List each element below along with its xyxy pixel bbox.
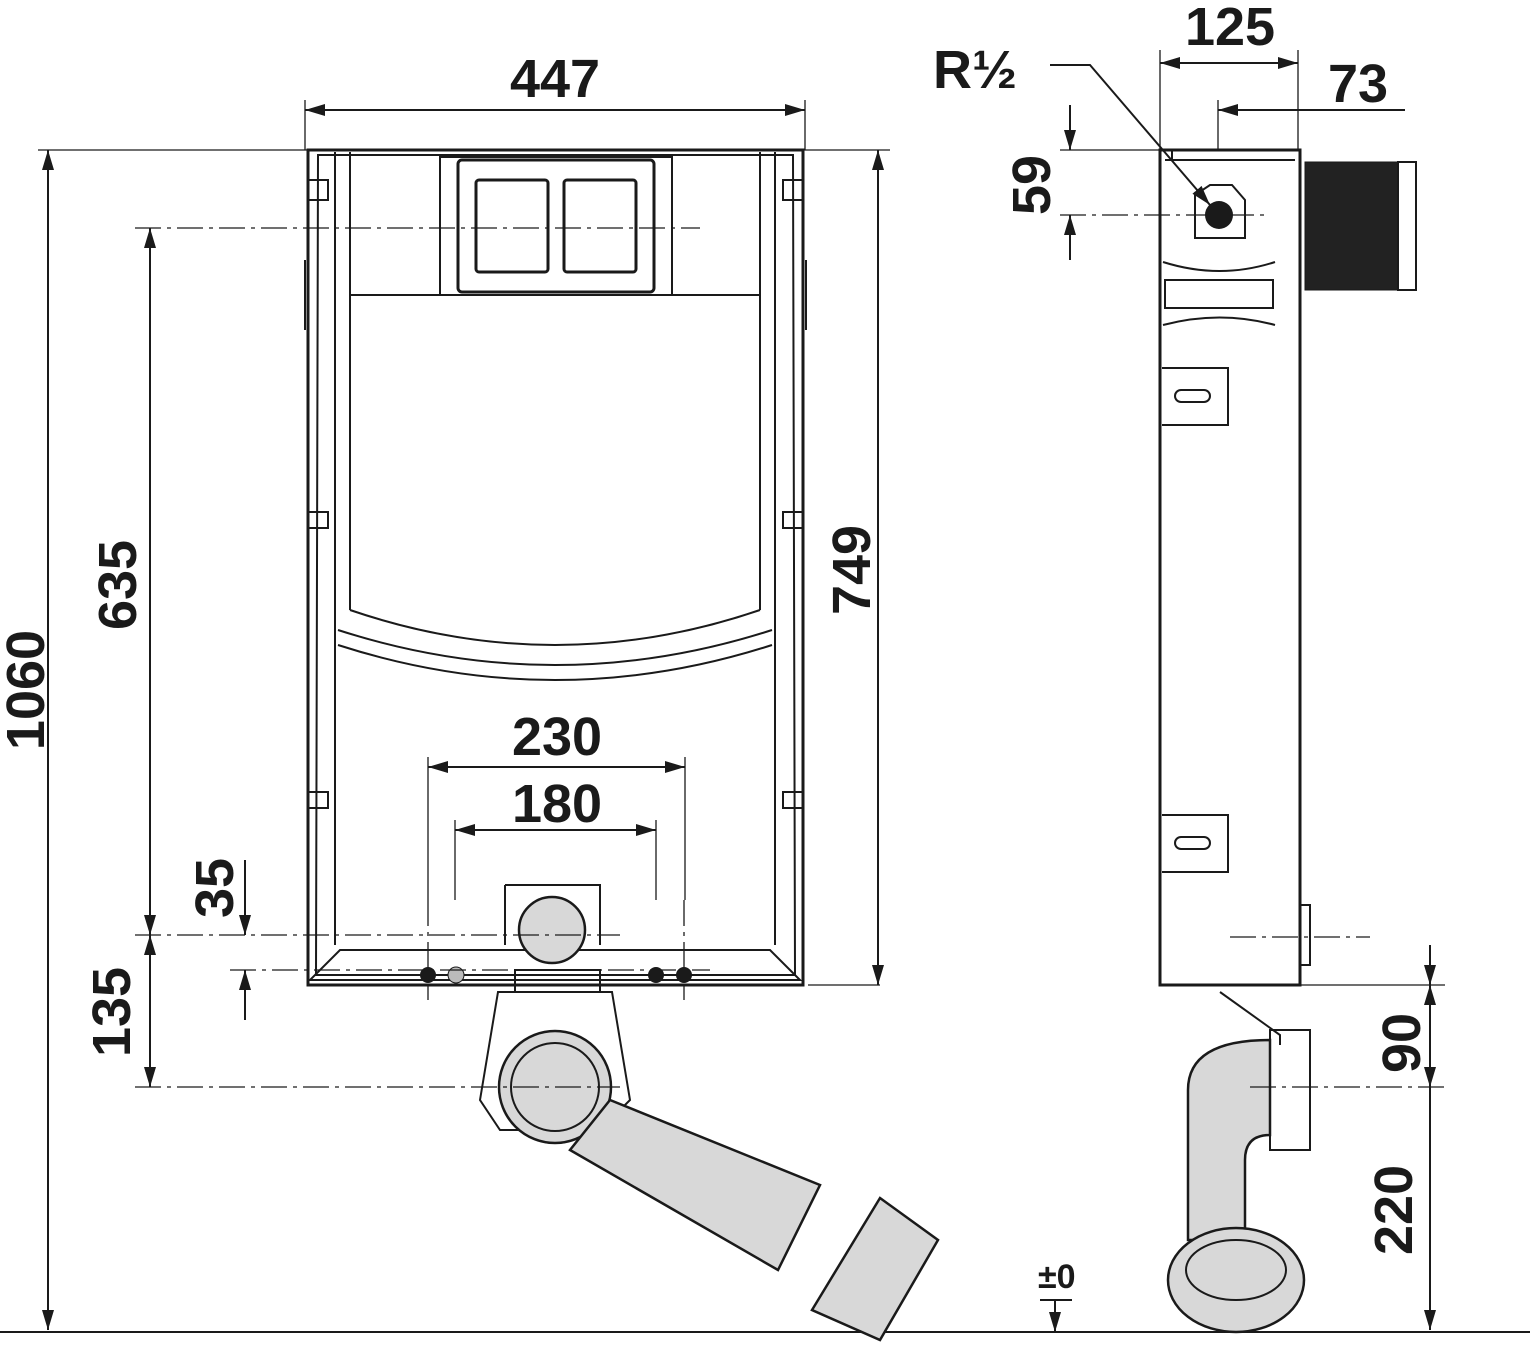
dim-180: 180: [512, 774, 602, 834]
dim-447: 447: [510, 49, 600, 109]
dim-749: 749: [822, 525, 882, 615]
dim-73: 73: [1328, 54, 1388, 114]
dim-1060: 1060: [0, 630, 56, 750]
dim-220: 220: [1364, 1165, 1424, 1255]
dim-59: 59: [1002, 155, 1062, 215]
dim-90: 90: [1372, 1013, 1432, 1073]
front-view-frame: [304, 148, 940, 1342]
thread-label: R½: [933, 40, 1017, 100]
extension-lines: [38, 50, 1445, 986]
dim-230: 230: [512, 707, 602, 767]
centerlines: [135, 214, 1445, 1088]
floor-level-label: ±0: [1038, 1258, 1076, 1296]
dim-125: 125: [1185, 0, 1275, 57]
dimension-lines: [42, 57, 1436, 1332]
dim-35: 35: [185, 858, 245, 918]
dim-635: 635: [88, 540, 148, 630]
dim-135: 135: [82, 967, 142, 1057]
side-view-frame: [1158, 148, 1417, 1334]
